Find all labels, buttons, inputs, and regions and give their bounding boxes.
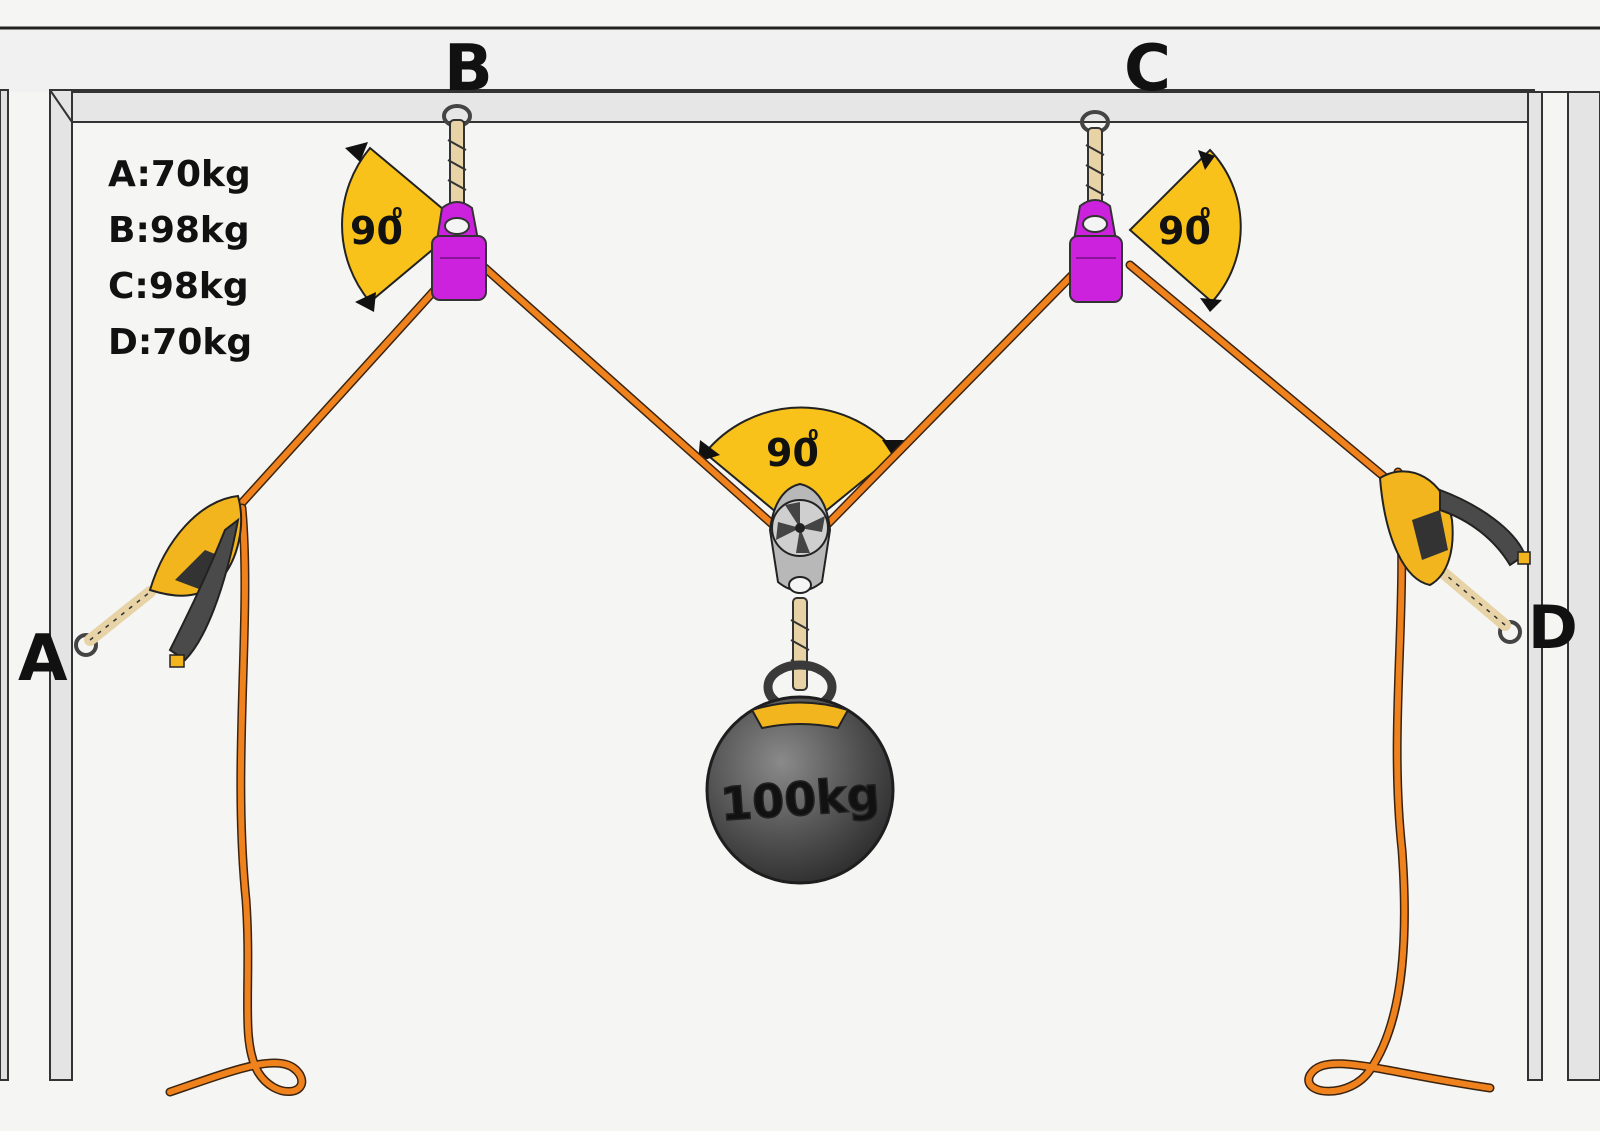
weight-100kg: 100kg <box>705 660 895 885</box>
anchor-label-a: A <box>18 622 68 696</box>
pulley-c <box>1069 199 1123 303</box>
rope-grab-device-a <box>74 494 243 668</box>
angle-label-right: 90 0 <box>1158 204 1211 253</box>
beam <box>59 91 1529 123</box>
anchor-label-c: C <box>1124 32 1171 106</box>
weight-sling <box>790 597 810 691</box>
load-b: B:98kg <box>108 210 250 251</box>
angle-fan-left <box>341 142 464 312</box>
angle-label-left: 90 0 <box>350 204 403 253</box>
right-post <box>1527 91 1543 1081</box>
angle-value-right: 90 <box>1158 209 1211 253</box>
load-a: A:70kg <box>108 154 251 195</box>
load-list: A:70kg B:98kg C:98kg D:70kg <box>108 154 252 363</box>
weight-label: 100kg <box>718 767 881 832</box>
angle-fan-right <box>1128 148 1242 312</box>
pulley-b <box>431 201 487 301</box>
angle-fan-center <box>698 406 906 534</box>
rope-grab-device-d <box>1378 470 1531 644</box>
load-c: C:98kg <box>108 266 249 307</box>
anchor-label-d: D <box>1528 593 1578 663</box>
load-d: D:70kg <box>108 322 252 363</box>
angle-value-left: 90 <box>350 209 403 253</box>
angle-value-center: 90 <box>766 431 819 475</box>
frame <box>0 26 1600 1081</box>
rope <box>165 255 1495 1097</box>
angle-label-center: 90 0 <box>766 426 819 475</box>
degree-mark-center: 0 <box>808 426 818 444</box>
degree-mark-left: 0 <box>392 204 402 222</box>
degree-mark-right: 0 <box>1200 204 1210 222</box>
center-pulley <box>768 482 832 594</box>
anchor-label-b: B <box>444 32 493 106</box>
left-post <box>49 89 73 1081</box>
